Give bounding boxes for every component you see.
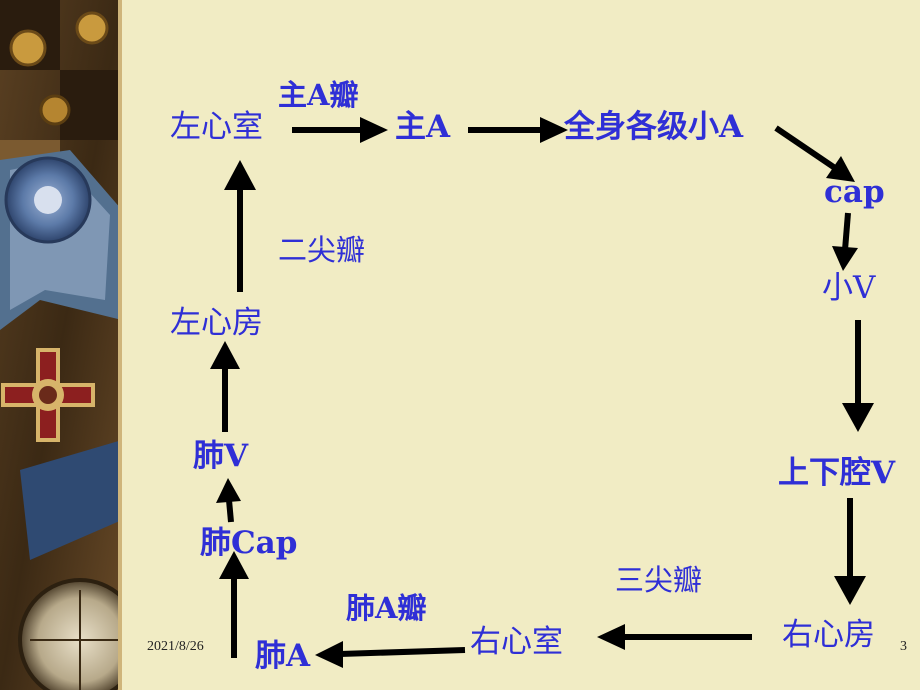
arrow-pulmonary-cap-to-pulmonary-vein <box>216 478 241 523</box>
arrow-vena-cava-to-right-atrium <box>834 498 866 605</box>
arrow-left-ventricle-to-aorta <box>292 117 388 143</box>
node-aorta: 主A <box>395 109 451 145</box>
valve-pulmonary: 肺A瓣 <box>346 591 427 625</box>
arrow-venules-to-vena-cava <box>842 320 874 432</box>
node-pulmonary-capillaries: 肺Cap <box>200 525 298 561</box>
decorative-sidebar-image <box>0 0 122 690</box>
arrow-cap-to-venules <box>832 212 858 271</box>
footer-date: 2021/8/26 <box>147 639 204 654</box>
node-vena-cava: 上下腔V <box>778 455 896 491</box>
valve-tricuspid: 三尖瓣 <box>615 563 703 597</box>
node-pulmonary-artery: 肺A <box>255 638 311 674</box>
node-left-atrium: 左心房 <box>170 305 263 341</box>
arrow-pulmonary-artery-to-pulmonary-cap <box>219 551 249 658</box>
node-pulmonary-vein: 肺V <box>193 438 249 474</box>
footer-page-number: 3 <box>900 639 907 654</box>
arrow-right-atrium-to-right-ventricle <box>597 624 752 650</box>
node-capillaries: cap <box>824 174 885 210</box>
node-venules: 小V <box>822 270 876 306</box>
arrow-right-ventricle-to-pulmonary-artery <box>315 641 466 668</box>
valve-aortic: 主A瓣 <box>278 78 359 112</box>
node-systemic-arterioles: 全身各级小A <box>564 109 744 145</box>
arrow-aorta-to-arterioles <box>468 117 568 143</box>
arrow-pulmonary-vein-to-left-atrium <box>210 341 240 432</box>
node-left-ventricle: 左心室 <box>170 109 263 145</box>
valve-mitral: 二尖瓣 <box>278 233 366 267</box>
node-right-ventricle: 右心室 <box>470 624 563 660</box>
node-right-atrium: 右心房 <box>782 617 875 653</box>
arrow-arterioles-to-cap <box>774 125 855 182</box>
arrow-left-atrium-to-left-ventricle <box>224 160 256 292</box>
